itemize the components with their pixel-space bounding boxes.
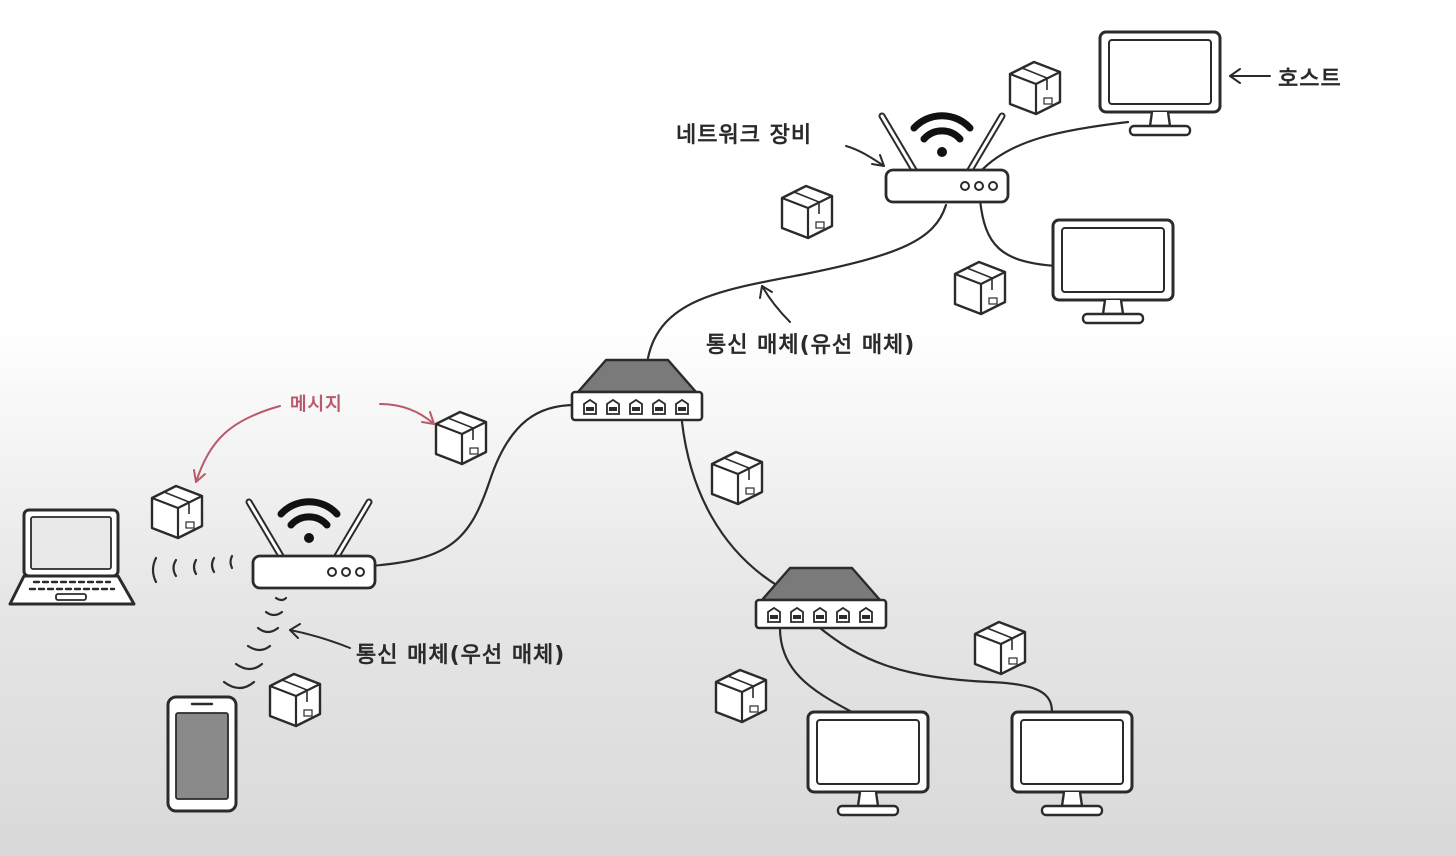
wire-switch-to-lower-switch	[680, 420, 780, 588]
label-medium-bottom: 통신 매체(우선 매체)	[356, 643, 565, 668]
package-box-icon	[150, 484, 204, 540]
router-icon	[249, 502, 375, 588]
wire-router-to-switch	[368, 403, 577, 568]
host-monitor-bottom-left	[806, 710, 930, 817]
network-device-switch-center	[570, 358, 704, 422]
switch-icon	[570, 358, 704, 422]
message-arrow-to-laptop	[193, 405, 281, 483]
arrow-down-right-icon	[845, 145, 885, 167]
wire-lower-switch-to-host-right	[818, 626, 1054, 714]
arrow-left-icon	[289, 623, 351, 649]
arrow-up-left-icon	[759, 285, 791, 323]
wire-lower-switch-to-host-left	[778, 626, 854, 714]
router-icon	[882, 116, 1008, 202]
label-message: 메시지	[290, 394, 343, 415]
label-network-device: 네트워크 장비	[676, 123, 812, 148]
package-box-icon	[714, 668, 768, 724]
wire-router-to-host-middle	[978, 198, 1058, 268]
package-box-icon	[1008, 60, 1062, 116]
package-box-icon	[710, 450, 764, 506]
package-box-icon	[268, 672, 322, 728]
wired-links	[368, 120, 1130, 714]
network-device-switch-lower	[754, 566, 888, 630]
wire-router-to-host-top	[978, 120, 1130, 174]
network-device-router-top	[882, 116, 1008, 202]
wire-switch-to-top-router	[646, 203, 948, 360]
wireless-signal-laptop	[151, 554, 234, 584]
label-host: 호스트	[1278, 67, 1342, 92]
host-monitor-bottom-right	[1010, 710, 1134, 817]
arrow-left-icon	[1229, 68, 1271, 84]
network-device-router-left	[249, 502, 375, 588]
message-arrow-to-packet	[379, 403, 435, 425]
label-medium-top: 통신 매체(유선 매체)	[706, 333, 915, 358]
smartphone-icon	[166, 695, 238, 813]
host-monitor-top	[1098, 30, 1222, 137]
package-box-icon	[434, 410, 488, 466]
package-box-icon	[780, 184, 834, 240]
package-box-icon	[953, 260, 1007, 316]
wireless-signal-phone	[222, 596, 288, 690]
laptop-icon	[8, 508, 136, 606]
switch-icon	[754, 566, 888, 630]
package-box-icon	[973, 620, 1027, 676]
host-monitor-middle	[1051, 218, 1175, 325]
